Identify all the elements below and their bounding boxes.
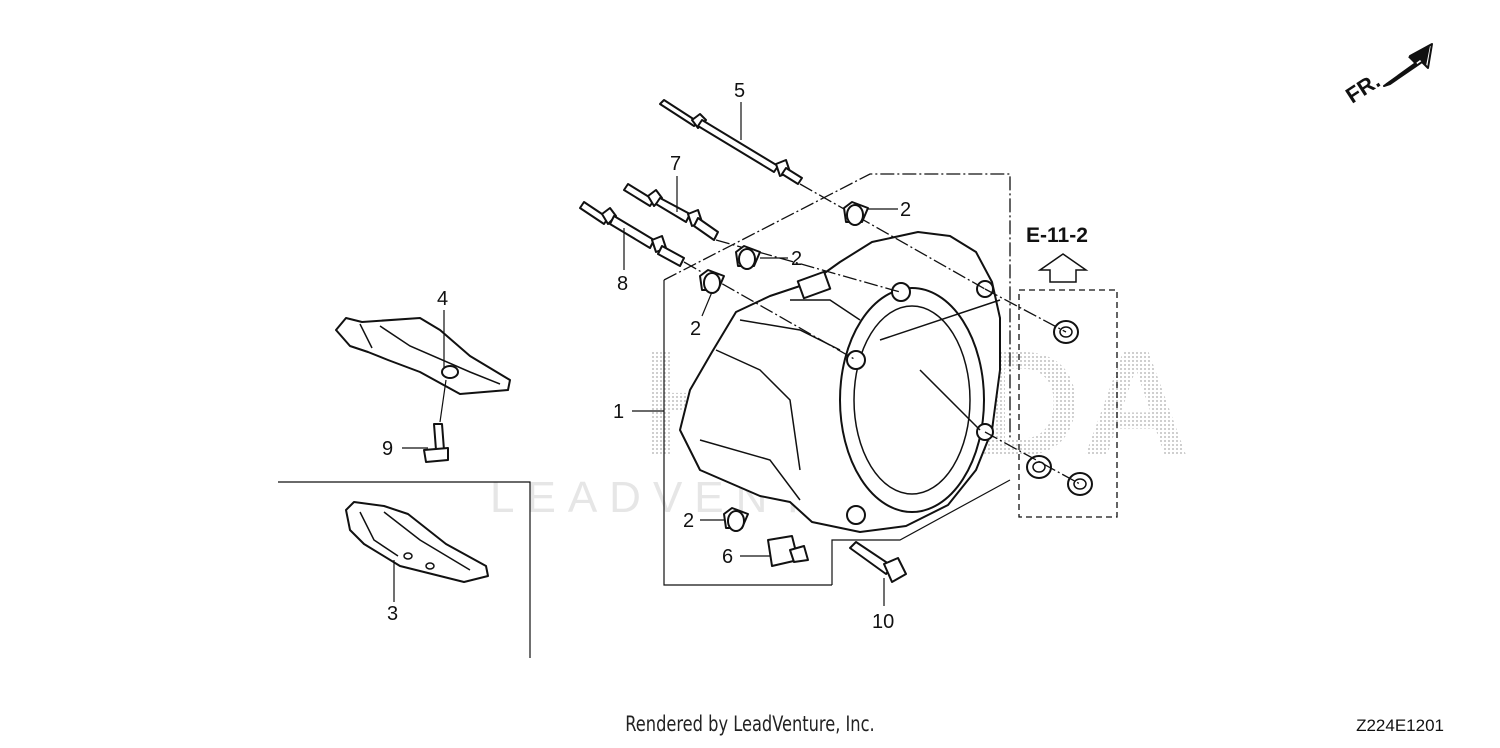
callout-8: 8 (617, 273, 628, 295)
diagram-code: Z224E1201 (1356, 716, 1444, 735)
centerline-nut (984, 431, 1081, 485)
callout-2-lower: 2 (683, 510, 694, 532)
collar-2-middle (735, 245, 761, 270)
centerline-5 (799, 183, 986, 290)
callout-2-middle: 2 (791, 248, 802, 270)
reference-label: E-11-2 (1026, 224, 1088, 247)
callout-2-left: 2 (690, 318, 701, 340)
flange-bolt-10 (849, 541, 907, 583)
group-outline-upper (663, 173, 1011, 440)
flange-nut-lower (1067, 472, 1093, 496)
callout-1: 1 (613, 401, 624, 423)
clip-nut-6 (767, 535, 809, 567)
tapping-bolt-9 (423, 423, 449, 463)
leader-4-9 (439, 379, 447, 423)
callout-5: 5 (734, 80, 745, 102)
fan-cover-housing (679, 231, 1001, 533)
collar-2-upper (843, 201, 869, 226)
front-direction-arrow-icon (1383, 43, 1433, 87)
callout-3: 3 (387, 603, 398, 625)
callout-4: 4 (437, 288, 448, 310)
rendered-by-credit: Rendered by LeadVenture, Inc. (625, 712, 875, 736)
reference-arrow-icon (1037, 253, 1089, 283)
group-outline-left (663, 280, 832, 586)
callout-7: 7 (670, 153, 681, 175)
callout-9: 9 (382, 438, 393, 460)
stud-bolt-8 (579, 201, 685, 267)
collar-2-left (699, 269, 725, 294)
callout-2-upper: 2 (900, 199, 911, 221)
separator-line (278, 481, 531, 658)
stud-bolt-7 (623, 183, 719, 241)
reference-dashed-box (1018, 289, 1118, 518)
collar-2-lower (723, 507, 749, 532)
front-label: FR. (1341, 68, 1384, 108)
air-guide-plate-3 (345, 501, 489, 583)
stud-bolt-5 (659, 99, 803, 185)
centerline-nut-upper (984, 288, 1067, 333)
callout-10: 10 (872, 611, 894, 633)
flange-nut-middle (1026, 455, 1052, 479)
callout-6: 6 (722, 546, 733, 568)
air-guide-plate-4 (335, 317, 511, 395)
group-outline-right (831, 479, 1011, 585)
leader-2-left (701, 291, 713, 317)
